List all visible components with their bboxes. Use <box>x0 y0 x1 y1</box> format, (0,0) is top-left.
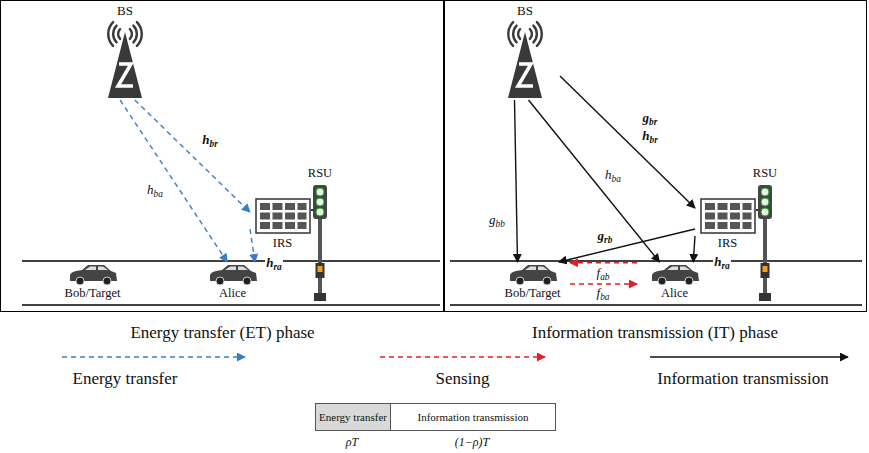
symbol-letter: g <box>643 110 650 125</box>
symbol-subscript: bb <box>496 218 505 228</box>
symbol-subscript: ba <box>154 188 163 198</box>
channel-label: hba <box>146 183 164 198</box>
legend-line <box>380 356 545 357</box>
tower-icon <box>508 22 542 98</box>
phase-caption: Energy transfer (ET) phase <box>130 323 314 343</box>
node-label: RSU <box>308 166 332 180</box>
base-station: BS <box>490 4 560 100</box>
symbol-subscript: ba <box>600 291 609 301</box>
information-link <box>693 236 695 262</box>
legend-entry: Energy transfer <box>40 347 210 391</box>
duration-label: ρT <box>345 436 359 450</box>
legend-line <box>62 356 245 357</box>
channel-label: hbr <box>641 129 659 144</box>
vehicle: Alice <box>195 262 270 302</box>
tower-icon <box>108 22 142 98</box>
time-slot: Information transmission <box>390 403 556 431</box>
node-label: Alice <box>219 286 246 300</box>
legend-text: Sensing <box>436 369 490 389</box>
legend-text: Information transmission <box>657 369 828 389</box>
vehicle: Bob/Target <box>55 262 130 302</box>
symbol-letter: h <box>642 128 649 143</box>
node-label: BS <box>517 4 533 19</box>
channel-label: hba <box>604 168 622 183</box>
symbol-subscript: br <box>209 138 217 148</box>
legend-text: Energy transfer <box>73 369 178 389</box>
phase-caption: Information transmission (IT) phase <box>532 323 778 343</box>
node-label: Alice <box>661 286 688 300</box>
phase-panel: Information transmission (IT) phaseBSRSU… <box>444 1 866 311</box>
node-label: IRS <box>273 236 292 250</box>
symbol-subscript: ab <box>600 271 609 281</box>
channel-label: hra <box>713 255 731 270</box>
channel-label: fba <box>596 286 611 301</box>
symbol-subscript: ra <box>721 260 729 270</box>
node-label: Bob/Target <box>505 286 561 300</box>
time-slot: Energy transfer <box>315 403 391 431</box>
legend-sample <box>40 347 210 367</box>
legend-entry: Information transmission <box>640 347 846 391</box>
sensing-link <box>570 283 637 284</box>
car-icon <box>210 265 257 285</box>
node-label: BS <box>117 4 133 19</box>
node-label: Bob/Target <box>65 286 121 300</box>
duration-label: (1−ρ)T <box>454 436 491 450</box>
channel-label: fab <box>596 266 611 281</box>
car-icon <box>510 265 557 285</box>
symbol-letter: h <box>266 255 273 270</box>
slot-label: Energy transfer <box>319 411 387 424</box>
channel-label: gbb <box>488 213 506 228</box>
symbol-subscript: ba <box>612 173 621 183</box>
car-icon <box>652 265 699 285</box>
symbol-letter: f <box>597 265 601 280</box>
irs-rsu: RSU IRS <box>695 166 790 306</box>
rsu-icon <box>313 185 327 301</box>
symbol-letter: f <box>597 285 601 300</box>
information-link <box>560 76 695 208</box>
road-line <box>22 261 862 305</box>
legend-sample <box>640 347 846 367</box>
energy-link <box>120 100 227 262</box>
node-label: IRS <box>718 236 737 250</box>
irs-icon <box>256 199 310 233</box>
legend-sample <box>390 347 535 367</box>
irs-icon <box>701 199 755 233</box>
symbol-letter: g <box>489 212 496 227</box>
phase-panel: Energy transfer (ET) phaseBSRSUIRSBob/Ta… <box>1 1 444 311</box>
symbol-subscript: br <box>649 116 657 126</box>
symbol-subscript: rb <box>604 234 612 244</box>
base-station: BS <box>90 4 160 100</box>
symbol-letter: h <box>605 167 612 182</box>
rsu-icon <box>758 185 772 301</box>
channel-label: hra <box>265 256 283 271</box>
legend-entry: Sensing <box>390 347 535 391</box>
node-label: RSU <box>753 166 777 180</box>
information-link <box>559 229 695 262</box>
symbol-subscript: br <box>649 134 657 144</box>
energy-link <box>250 229 255 262</box>
channel-label: hbr <box>201 133 219 148</box>
vehicle: Bob/Target <box>495 262 570 302</box>
slot-label: Information transmission <box>418 411 529 424</box>
sensing-link <box>570 262 637 263</box>
channel-label: grb <box>597 229 614 244</box>
energy-link <box>135 100 250 212</box>
channel-label: gbr <box>642 111 659 126</box>
irs-rsu: RSU IRS <box>250 166 345 306</box>
information-link <box>529 100 660 262</box>
legend-line <box>650 356 848 357</box>
vehicle: Alice <box>637 262 712 302</box>
symbol-letter: h <box>147 182 154 197</box>
symbol-subscript: ra <box>273 261 281 271</box>
symbol-letter: h <box>714 254 721 269</box>
car-icon <box>70 265 117 285</box>
information-link <box>515 100 518 262</box>
symbol-letter: h <box>202 132 209 147</box>
symbol-letter: g <box>598 228 605 243</box>
